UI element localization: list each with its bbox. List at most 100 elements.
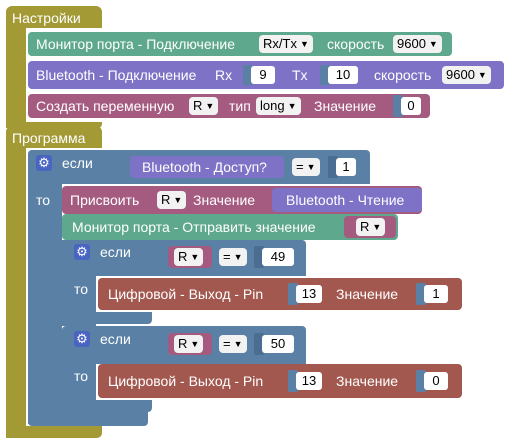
program-block-foot bbox=[6, 426, 102, 438]
digital-output-pin-socket bbox=[288, 370, 298, 392]
then-label: то bbox=[36, 192, 51, 208]
bluetooth-rx-input[interactable]: 9 bbox=[251, 66, 275, 84]
if-label: если bbox=[62, 155, 93, 171]
if-block-r49-foot bbox=[62, 312, 152, 324]
gear-icon[interactable]: ⚙ bbox=[74, 244, 90, 260]
create-variable-name-dropdown[interactable]: R▼ bbox=[189, 97, 219, 115]
variable-value-r49: R bbox=[178, 249, 188, 264]
program-block-rail bbox=[6, 140, 26, 438]
setup-block-foot bbox=[6, 122, 102, 128]
compare-right-input-r49[interactable]: 49 bbox=[262, 248, 294, 266]
digital-output-pin-input[interactable]: 13 bbox=[296, 285, 322, 303]
chevron-down-icon: ▼ bbox=[287, 101, 297, 111]
digital-output-value-socket bbox=[416, 283, 426, 305]
chevron-down-icon: ▼ bbox=[233, 339, 243, 349]
digital-output-value-socket bbox=[416, 370, 426, 392]
serial-send-label: Монитор порта - Отправить значение bbox=[72, 219, 316, 235]
serial-connect-block[interactable] bbox=[28, 32, 452, 56]
digital-output-block[interactable] bbox=[98, 364, 462, 398]
bluetooth-connect-label: Bluetooth - Подключение bbox=[36, 67, 197, 83]
setup-block-rail bbox=[6, 20, 26, 128]
setup-block[interactable] bbox=[6, 6, 102, 28]
digital-output-value-input[interactable]: 1 bbox=[424, 285, 448, 303]
serial-port-value: Rx/Tx bbox=[263, 36, 297, 51]
bluetooth-rx-label: Rx bbox=[215, 67, 233, 83]
chevron-down-icon: ▼ bbox=[233, 252, 243, 262]
program-block[interactable] bbox=[6, 126, 102, 148]
digital-output-pin-socket bbox=[288, 283, 298, 305]
assign-variable-value: R bbox=[161, 192, 171, 207]
program-title: Программа bbox=[12, 130, 86, 146]
compare-operator-value-r50: = bbox=[223, 336, 231, 351]
variable-dropdown-r49[interactable]: R▼ bbox=[174, 248, 204, 266]
create-variable-block[interactable] bbox=[28, 94, 430, 118]
bluetooth-speed-dropdown[interactable]: 9600▼ bbox=[442, 66, 491, 84]
chevron-down-icon: ▼ bbox=[205, 101, 215, 111]
bluetooth-speed-value: 9600 bbox=[446, 67, 475, 82]
bluetooth-speed-label: скорость bbox=[374, 67, 432, 83]
compare-operator-dropdown-r49[interactable]: =▼ bbox=[219, 248, 247, 266]
bluetooth-available-label: Bluetooth - Доступ? bbox=[142, 159, 267, 175]
create-variable-type-dropdown[interactable]: long▼ bbox=[256, 97, 301, 115]
chevron-down-icon: ▼ bbox=[190, 252, 200, 262]
compare-operator-value-r49: = bbox=[223, 249, 231, 264]
bluetooth-tx-label: Tx bbox=[292, 67, 308, 83]
then-label: то bbox=[74, 281, 89, 297]
assign-value-label: Значение bbox=[193, 192, 256, 208]
chevron-down-icon: ▼ bbox=[372, 222, 382, 232]
if-block-r50-foot bbox=[62, 400, 152, 412]
gear-icon[interactable]: ⚙ bbox=[74, 331, 90, 347]
digital-output-value-label: Значение bbox=[336, 373, 399, 389]
serial-port-dropdown[interactable]: Rx/Tx▼ bbox=[259, 35, 313, 53]
setup-title: Настройки bbox=[12, 10, 81, 26]
bluetooth-rx-socket bbox=[243, 65, 253, 85]
digital-output-label: Цифровой - Выход - Pin bbox=[108, 373, 264, 389]
create-variable-value-socket bbox=[393, 95, 403, 117]
create-variable-name-value: R bbox=[193, 98, 203, 113]
assign-variable-dropdown[interactable]: R▼ bbox=[157, 191, 187, 209]
if-block-foot bbox=[28, 412, 148, 426]
if-block-rail bbox=[28, 180, 62, 424]
then-label: то bbox=[74, 368, 89, 384]
variable-dropdown-r50[interactable]: R▼ bbox=[174, 335, 204, 353]
if-label: если bbox=[100, 244, 131, 260]
compare-right-socket bbox=[328, 156, 338, 178]
create-variable-label: Создать переменную bbox=[36, 98, 175, 114]
serial-speed-value: 9600 bbox=[397, 36, 426, 51]
serial-send-variable-value: R bbox=[360, 219, 370, 234]
create-variable-type-value: long bbox=[260, 98, 285, 113]
digital-output-block[interactable] bbox=[98, 278, 462, 310]
if-label: если bbox=[100, 331, 131, 347]
create-variable-value-input[interactable]: 0 bbox=[401, 97, 421, 115]
compare-right-socket-r49 bbox=[254, 246, 264, 268]
chevron-down-icon: ▼ bbox=[477, 70, 487, 80]
create-variable-value-label: Значение bbox=[314, 98, 377, 114]
digital-output-pin-input[interactable]: 13 bbox=[296, 372, 322, 390]
chevron-down-icon: ▼ bbox=[306, 162, 316, 172]
compare-right-input[interactable]: 1 bbox=[336, 158, 356, 176]
digital-output-label: Цифровой - Выход - Pin bbox=[108, 286, 264, 302]
compare-operator-dropdown[interactable]: =▼ bbox=[292, 158, 320, 176]
digital-output-value-input[interactable]: 0 bbox=[424, 372, 448, 390]
serial-speed-dropdown[interactable]: 9600▼ bbox=[393, 35, 442, 53]
chevron-down-icon: ▼ bbox=[299, 39, 309, 49]
compare-right-input-r50[interactable]: 50 bbox=[262, 335, 294, 353]
bluetooth-read-label: Bluetooth - Чтение bbox=[286, 192, 405, 208]
assign-label: Присвоить bbox=[70, 192, 140, 208]
serial-send-block[interactable] bbox=[62, 214, 398, 240]
bluetooth-tx-socket bbox=[320, 65, 330, 85]
variable-value-r50: R bbox=[178, 336, 188, 351]
compare-operator-dropdown-r50[interactable]: =▼ bbox=[219, 335, 247, 353]
serial-connect-label: Монитор порта - Подключение bbox=[36, 36, 235, 52]
chevron-down-icon: ▼ bbox=[173, 195, 183, 205]
chevron-down-icon: ▼ bbox=[190, 339, 200, 349]
bluetooth-available-block[interactable] bbox=[130, 156, 284, 178]
chevron-down-icon: ▼ bbox=[428, 39, 438, 49]
serial-send-variable-dropdown[interactable]: R▼ bbox=[356, 218, 386, 236]
bluetooth-read-block[interactable] bbox=[272, 188, 422, 212]
serial-speed-label: скорость bbox=[327, 36, 385, 52]
bluetooth-tx-input[interactable]: 10 bbox=[328, 66, 358, 84]
gear-icon[interactable]: ⚙ bbox=[36, 155, 52, 171]
compare-operator-value: = bbox=[296, 159, 304, 174]
compare-right-socket-r50 bbox=[254, 333, 264, 355]
